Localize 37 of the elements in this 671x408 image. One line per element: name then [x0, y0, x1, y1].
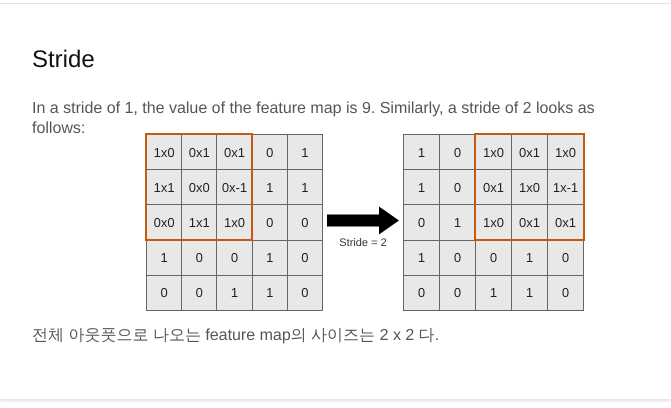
grid-cell: 1	[512, 240, 548, 276]
grid-cell: 0	[217, 240, 253, 276]
grid-cell: 0	[147, 276, 182, 311]
grid-cell: 1	[252, 276, 288, 311]
number-grid	[146, 134, 323, 311]
grid-cell: 1	[476, 276, 512, 311]
grid-cell: 0	[182, 240, 218, 276]
grid-cell: 0	[252, 205, 288, 241]
grid-cell: 0	[548, 240, 584, 276]
grid-cell: 1	[252, 170, 288, 206]
grid-cell: 0	[440, 276, 476, 311]
grid-cell: 1	[252, 240, 288, 276]
grid-cell: 0	[288, 205, 323, 241]
grid-cell: 0	[548, 276, 584, 311]
grid-cell: 1	[404, 135, 440, 170]
grid-cell: 0	[182, 276, 218, 311]
heading: Stride	[32, 46, 95, 74]
grid-cell: 1	[404, 240, 440, 276]
grid-cell: 0	[404, 276, 440, 311]
grid-cell: 0	[288, 240, 323, 276]
number-grid	[403, 134, 584, 311]
grid-cell: 0	[404, 205, 440, 241]
grid-cell: 1x0	[512, 170, 548, 206]
grid-cell: 1	[217, 276, 253, 311]
grid-cell: 1	[288, 170, 323, 206]
grid-cell: 0	[252, 135, 288, 170]
grid-cell: 0x0	[182, 170, 218, 206]
grid-cell: 1	[512, 276, 548, 311]
edge-label: Stride = 2	[338, 236, 388, 250]
grid-cell: 1	[288, 135, 323, 170]
grid-cell: 0	[440, 240, 476, 276]
arrow	[327, 206, 399, 234]
grid-cell: 1	[404, 170, 440, 206]
caption-text: 전체 아웃풋으로 나오는 feature map의 사이즈는 2 x 2 다.	[32, 326, 440, 346]
grid-cell: 0	[476, 240, 512, 276]
grid-cell: 1	[147, 240, 182, 276]
grid-cell: 0	[288, 276, 323, 311]
